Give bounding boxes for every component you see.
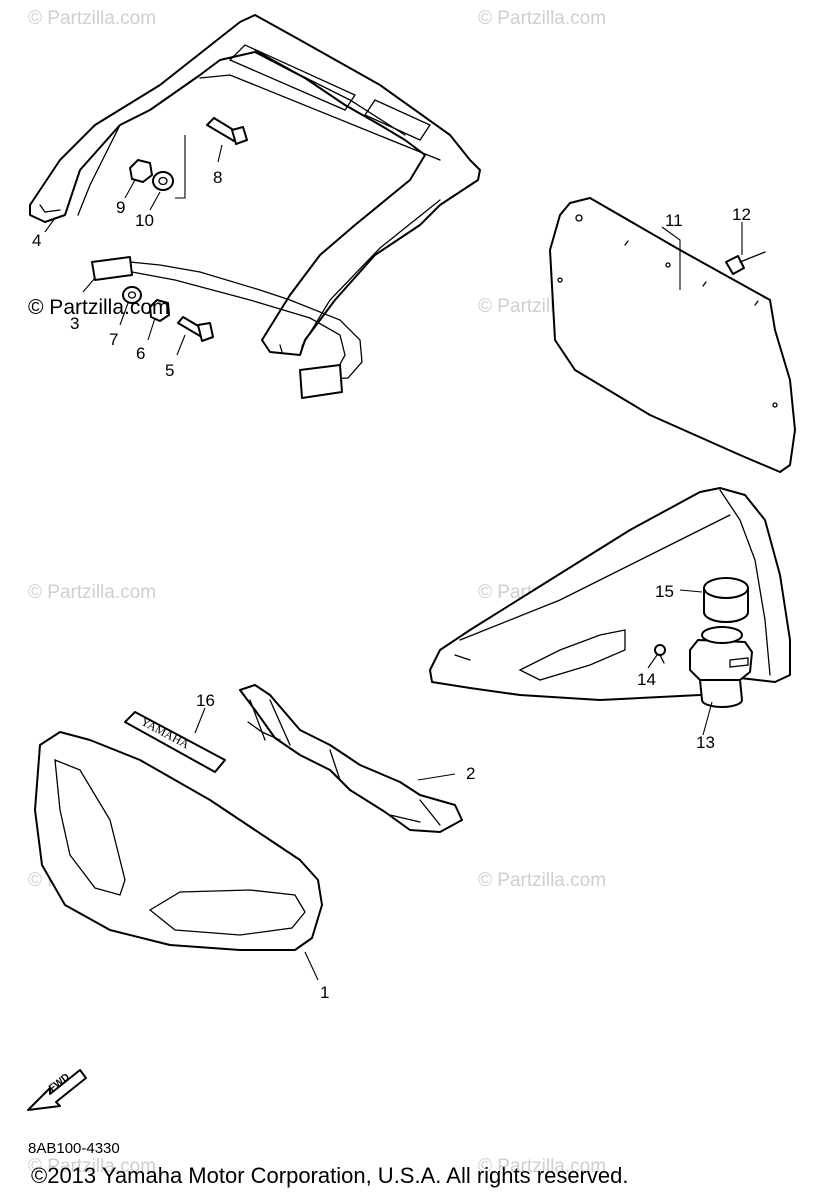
copyright-notice: ©2013 Yamaha Motor Corporation, U.S.A. A…	[31, 1163, 629, 1188]
leader-lines	[44, 135, 743, 981]
callout-16[interactable]: 16	[196, 691, 215, 710]
part-14-clip[interactable]	[654, 644, 666, 664]
callouts: 1 2 3 4 5 6 7 8 9 10 11 12 13 14 15 16	[32, 168, 751, 1002]
callout-2[interactable]: 2	[466, 764, 475, 783]
callout-11[interactable]: 11	[665, 211, 683, 230]
watermark-strong: © Partzilla.com	[28, 296, 170, 319]
watermarks: © Partzilla.com © Partzilla.com © Partzi…	[28, 8, 606, 1177]
callout-1[interactable]: 1	[320, 983, 329, 1002]
watermark: © Partzilla.com	[478, 8, 606, 29]
watermark: © Partzilla.com	[478, 1156, 606, 1177]
callout-6[interactable]: 6	[136, 344, 145, 363]
callout-3[interactable]: 3	[70, 314, 79, 333]
callout-10[interactable]: 10	[135, 211, 154, 230]
callout-4[interactable]: 4	[32, 231, 41, 250]
part-2-duct[interactable]	[239, 684, 463, 833]
part-5-bolt[interactable]	[177, 316, 214, 342]
callout-15[interactable]: 15	[655, 582, 674, 601]
part-4-handle-frame[interactable]	[29, 14, 481, 356]
part-15-grommet[interactable]	[703, 577, 749, 623]
part-8-bolt[interactable]	[206, 117, 248, 145]
part-12-rivet[interactable]	[725, 251, 766, 275]
callout-8[interactable]: 8	[213, 168, 222, 187]
callout-13[interactable]: 13	[696, 733, 715, 752]
part-7-washer[interactable]	[122, 286, 142, 304]
part-3-bar[interactable]	[91, 256, 363, 399]
diagram-code: 8AB100-4330	[28, 1140, 120, 1157]
part-6-nut[interactable]	[149, 299, 170, 322]
watermark: © Partzilla.com	[28, 582, 156, 603]
part-11-plate[interactable]	[549, 197, 796, 473]
callout-9[interactable]: 9	[116, 198, 125, 217]
part-1-grille[interactable]	[34, 731, 323, 951]
callout-7[interactable]: 7	[109, 330, 118, 349]
watermark: © Partzilla.com	[28, 8, 156, 29]
callout-5[interactable]: 5	[165, 361, 174, 380]
callout-12[interactable]: 12	[732, 205, 751, 224]
fwd-arrow-icon: FWD	[27, 1069, 87, 1111]
part-9-nut[interactable]	[129, 159, 153, 183]
part-10-washer[interactable]	[152, 171, 174, 191]
part-13-fitting[interactable]	[689, 626, 753, 708]
watermark: © Partzilla.com	[28, 1156, 156, 1177]
callout-14[interactable]: 14	[637, 670, 656, 689]
watermark: © Partzilla.com	[478, 870, 606, 891]
